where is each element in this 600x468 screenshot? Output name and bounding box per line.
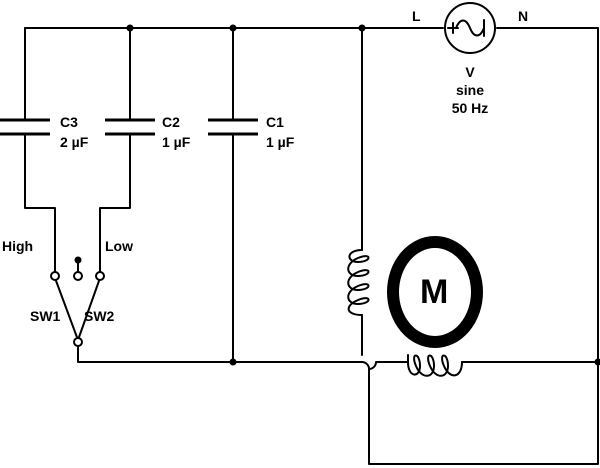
- ac-source-sine-symbol: [455, 19, 485, 37]
- wire-lower-loop: [361, 314, 599, 465]
- capacitor-c3-value: 2 µF: [60, 134, 89, 150]
- switch-contact-mid: [73, 271, 83, 281]
- wire-c2-bottom: [99, 133, 131, 273]
- terminal-label-l: L: [412, 8, 421, 24]
- ac-source-circle: [444, 2, 496, 54]
- switch-contact-high: [50, 271, 60, 281]
- terminal-label-n: N: [518, 8, 529, 24]
- switch-blade-sw2: [77, 277, 101, 341]
- capacitor-c2-plates: [105, 118, 155, 136]
- junction-dot-motor-top: [358, 24, 366, 32]
- switch-label-sw1: SW1: [30, 308, 61, 324]
- capacitor-c3-name: C3: [60, 114, 78, 130]
- winding-run-coil: [407, 354, 463, 377]
- motor-symbol-ring: [387, 236, 483, 348]
- switch-label-sw2: SW2: [84, 308, 115, 324]
- switch-label-low: Low: [105, 238, 133, 254]
- wire-c3-bottom: [24, 133, 56, 273]
- wire-bottom-rail-hop: [361, 361, 409, 370]
- junction-dot-c1-top: [229, 24, 237, 32]
- source-label-name: V: [465, 64, 475, 80]
- switch-blade-sw1: [54, 277, 79, 341]
- wire-top-rail-right: [496, 27, 599, 363]
- switch-label-high: High: [2, 238, 34, 254]
- ac-source-plus-symbol: [447, 22, 459, 34]
- winding-start-coil: [347, 249, 370, 316]
- switch-contact-low: [95, 271, 105, 281]
- source-label-waveform: sine: [455, 82, 484, 98]
- junction-dot-c1-bottom: [229, 358, 237, 366]
- motor-label-letter: M: [420, 273, 449, 311]
- capacitor-c1-value: 1 µF: [266, 134, 295, 150]
- capacitor-c1-name: C1: [266, 114, 284, 130]
- capacitor-c1-plates: [208, 118, 258, 136]
- junction-dot-bottom-right: [594, 358, 600, 366]
- capacitor-c2-name: C2: [162, 114, 180, 130]
- junction-dot-switch-mid: [74, 256, 82, 264]
- junction-dot-c2-top: [126, 24, 134, 32]
- wire-bottom-rail: [77, 345, 363, 363]
- source-label-frequency: 50 Hz: [451, 100, 489, 116]
- capacitor-c2-value: 1 µF: [162, 134, 191, 150]
- switch-contact-common: [73, 337, 83, 347]
- capacitor-c3-plates: [0, 118, 50, 136]
